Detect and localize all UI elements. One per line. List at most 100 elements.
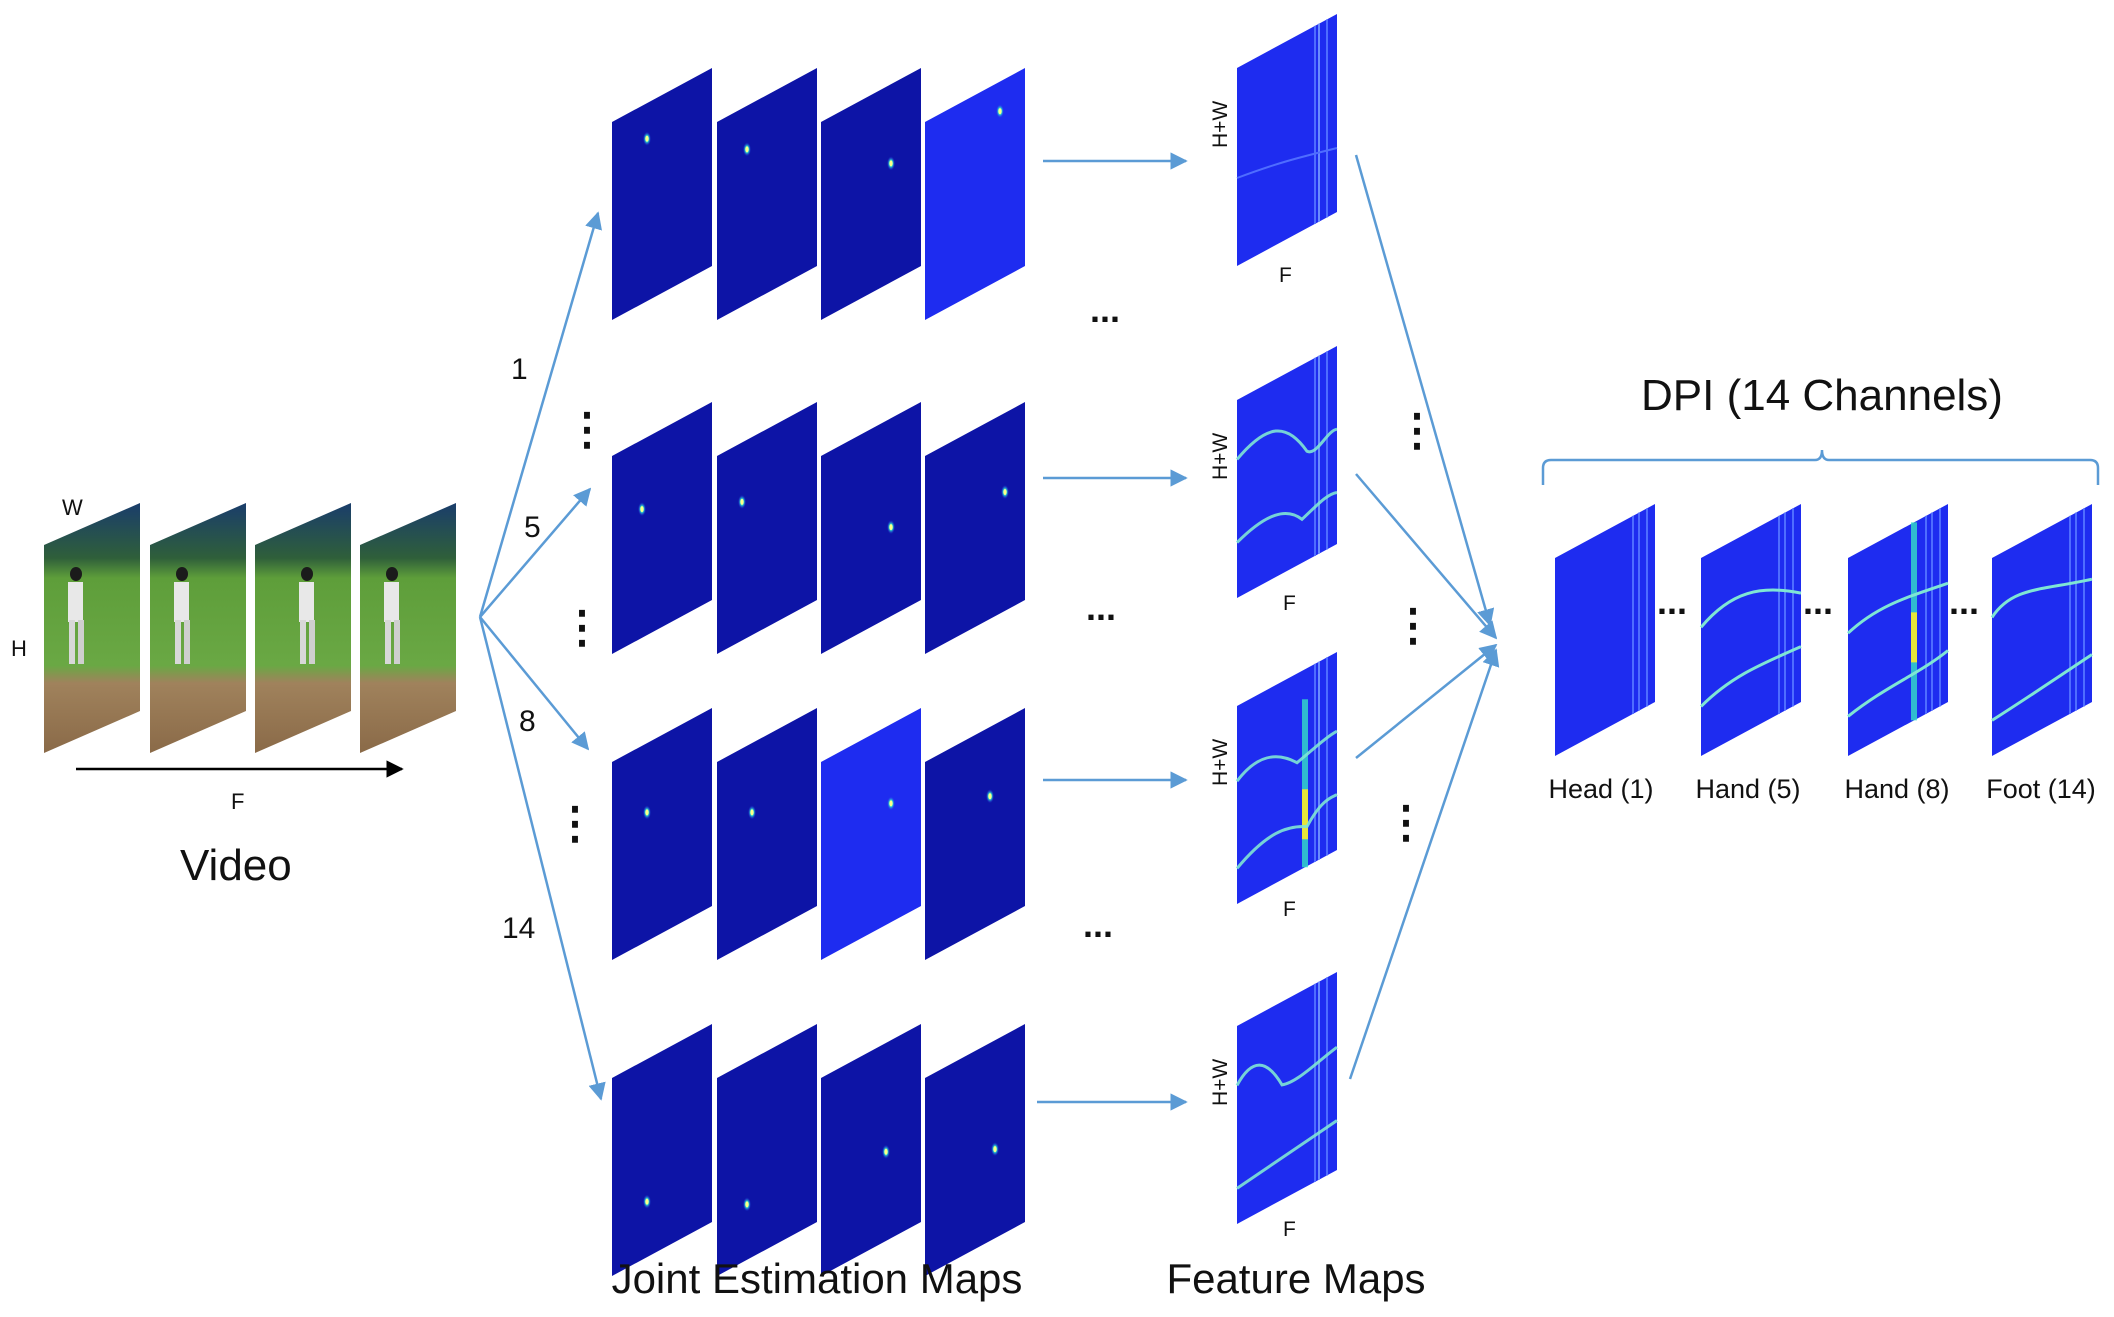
hdots-row-2: ... bbox=[1086, 587, 1116, 628]
video-frame-image bbox=[150, 503, 246, 753]
feature-map: H+WF bbox=[1209, 14, 1338, 287]
dpi-trace bbox=[1991, 653, 2093, 722]
branch-label-14: 14 bbox=[502, 912, 535, 945]
joint-peak-core bbox=[645, 135, 649, 142]
player-head bbox=[70, 567, 82, 581]
vdots-right-3: ⋮ bbox=[1384, 798, 1428, 847]
joint-heatmap bbox=[717, 708, 817, 960]
joint-peak-core bbox=[745, 146, 749, 153]
video-axis-f: F bbox=[231, 789, 244, 814]
vdots-left-3: ⋮ bbox=[553, 799, 597, 848]
branch-arrow-5 bbox=[479, 487, 592, 618]
dpi-trace bbox=[1846, 581, 1949, 635]
video-frames bbox=[44, 503, 456, 753]
joint-peak-core bbox=[988, 793, 992, 800]
branch-arrow-14 bbox=[478, 616, 606, 1101]
joint-peak-core bbox=[889, 524, 893, 531]
joint-maps-label: Joint Estimation Maps bbox=[612, 1255, 1023, 1302]
dpi-trace bbox=[1990, 577, 2093, 619]
player-body bbox=[68, 582, 83, 622]
feature-trace bbox=[1236, 1119, 1338, 1190]
joint-heatmap bbox=[612, 708, 712, 960]
joint-map-row bbox=[612, 68, 1025, 320]
vdots-right-2: ⋮ bbox=[1391, 601, 1435, 650]
branch-arrow-8 bbox=[479, 616, 590, 751]
dpi-ellipses: ... ... ... bbox=[1657, 581, 1979, 622]
player-head bbox=[386, 567, 398, 581]
dpi-channel-map bbox=[1846, 504, 1949, 756]
joint-heatmap bbox=[925, 1024, 1025, 1276]
feature-axis-x: F bbox=[1283, 898, 1296, 921]
dpi-dots-1: ... bbox=[1657, 581, 1687, 622]
joint-heatmap bbox=[925, 402, 1025, 654]
fd-arrow-1 bbox=[1354, 154, 1495, 627]
joint-peak-core bbox=[645, 809, 649, 816]
feature-axis-x: F bbox=[1283, 1218, 1296, 1241]
video-axis-h: H bbox=[11, 636, 27, 661]
video-frame bbox=[360, 503, 456, 753]
video-frame bbox=[255, 503, 351, 753]
player-leg bbox=[309, 620, 315, 664]
feature-heatmap bbox=[1237, 652, 1337, 904]
feature-maps: H+WFH+WFH+WFH+WF bbox=[1209, 14, 1338, 1241]
joint-heatmap bbox=[821, 68, 921, 320]
hdots-row-3: ... bbox=[1083, 904, 1113, 945]
row-ellipses: ... ... ... bbox=[1083, 289, 1120, 945]
dpi-dots-2: ... bbox=[1803, 581, 1833, 622]
fd-arrow-5 bbox=[1355, 473, 1498, 640]
vdots-left-1: ⋮ bbox=[565, 405, 609, 454]
joint-to-feature-arrows bbox=[1037, 152, 1188, 1111]
joint-heatmap bbox=[925, 68, 1025, 320]
fd-arrow-14 bbox=[1348, 648, 1500, 1080]
joint-peak-core bbox=[640, 506, 644, 513]
feature-heatmap bbox=[1237, 972, 1337, 1224]
dpi-band-hot bbox=[1911, 612, 1917, 663]
dpi-channel-label-foot: Foot (14) bbox=[1986, 774, 2096, 804]
joint-peak-core bbox=[993, 1146, 997, 1153]
right-vertical-ellipses: ⋮ ⋮ ⋮ bbox=[1384, 406, 1439, 847]
feature-trace bbox=[1235, 729, 1338, 783]
joint-peak-core bbox=[884, 1148, 888, 1155]
dpi-trace bbox=[1699, 645, 1802, 708]
joint-heatmap bbox=[717, 1024, 817, 1276]
feature-axis-x: F bbox=[1279, 264, 1292, 287]
video-frame bbox=[150, 503, 246, 753]
joint-heatmap bbox=[821, 708, 921, 960]
dpi-heatmap bbox=[1701, 504, 1801, 756]
joint-heatmap bbox=[925, 708, 1025, 960]
video-axis-w: W bbox=[62, 495, 83, 520]
left-vertical-ellipses: ⋮ ⋮ ⋮ bbox=[553, 405, 609, 848]
joint-map-row bbox=[612, 402, 1025, 654]
feature-trace bbox=[1235, 1045, 1338, 1087]
player-body bbox=[174, 582, 189, 622]
video-frame-image bbox=[44, 503, 140, 753]
joint-peak-core bbox=[1003, 489, 1007, 495]
joint-peak-core bbox=[645, 1198, 649, 1205]
player-leg bbox=[175, 620, 181, 664]
dpi-channels bbox=[1555, 504, 2093, 756]
video-frame bbox=[44, 503, 140, 753]
dpi-channel-label-hand-5: Hand (5) bbox=[1695, 774, 1800, 804]
dpi-channel-label-hand-8: Hand (8) bbox=[1844, 774, 1949, 804]
feature-map: H+WF bbox=[1209, 346, 1338, 615]
joint-map-row bbox=[612, 708, 1025, 960]
feature-trace bbox=[1235, 793, 1338, 870]
player-leg bbox=[78, 620, 84, 664]
player-head bbox=[176, 567, 188, 581]
feature-trace bbox=[1235, 491, 1338, 544]
joint-heatmap bbox=[821, 402, 921, 654]
joint-heatmap bbox=[612, 402, 712, 654]
feature-axis-y: H+W bbox=[1209, 433, 1232, 480]
branch-arrows bbox=[478, 211, 606, 1101]
joint-peak-core bbox=[750, 809, 754, 816]
joint-peak-core bbox=[889, 160, 893, 167]
fd-arrow-8 bbox=[1355, 643, 1498, 759]
hdots-row-1: ... bbox=[1090, 289, 1120, 330]
joint-heatmap bbox=[821, 1024, 921, 1276]
branch-label-1: 1 bbox=[511, 353, 528, 386]
joint-map-row bbox=[612, 1024, 1025, 1276]
feature-to-dpi-arrows bbox=[1348, 154, 1500, 1080]
feature-band-hot bbox=[1302, 789, 1308, 840]
joint-heatmap bbox=[612, 68, 712, 320]
